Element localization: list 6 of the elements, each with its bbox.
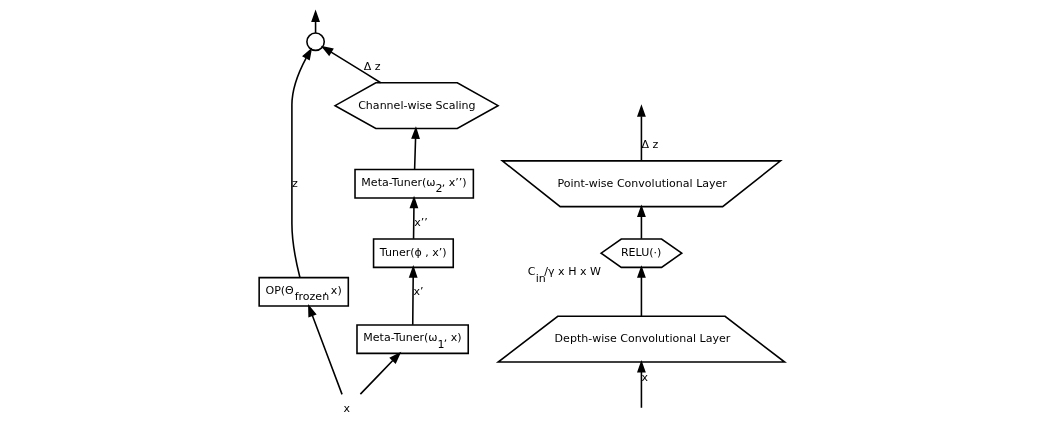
edge-label: x’’: [414, 215, 428, 229]
edge-label: Δ z: [641, 137, 659, 151]
edge-label: x’: [413, 284, 424, 298]
node-text: x: [343, 401, 351, 415]
edge-label: Δ z: [363, 59, 381, 73]
edge-label: x: [641, 371, 648, 385]
